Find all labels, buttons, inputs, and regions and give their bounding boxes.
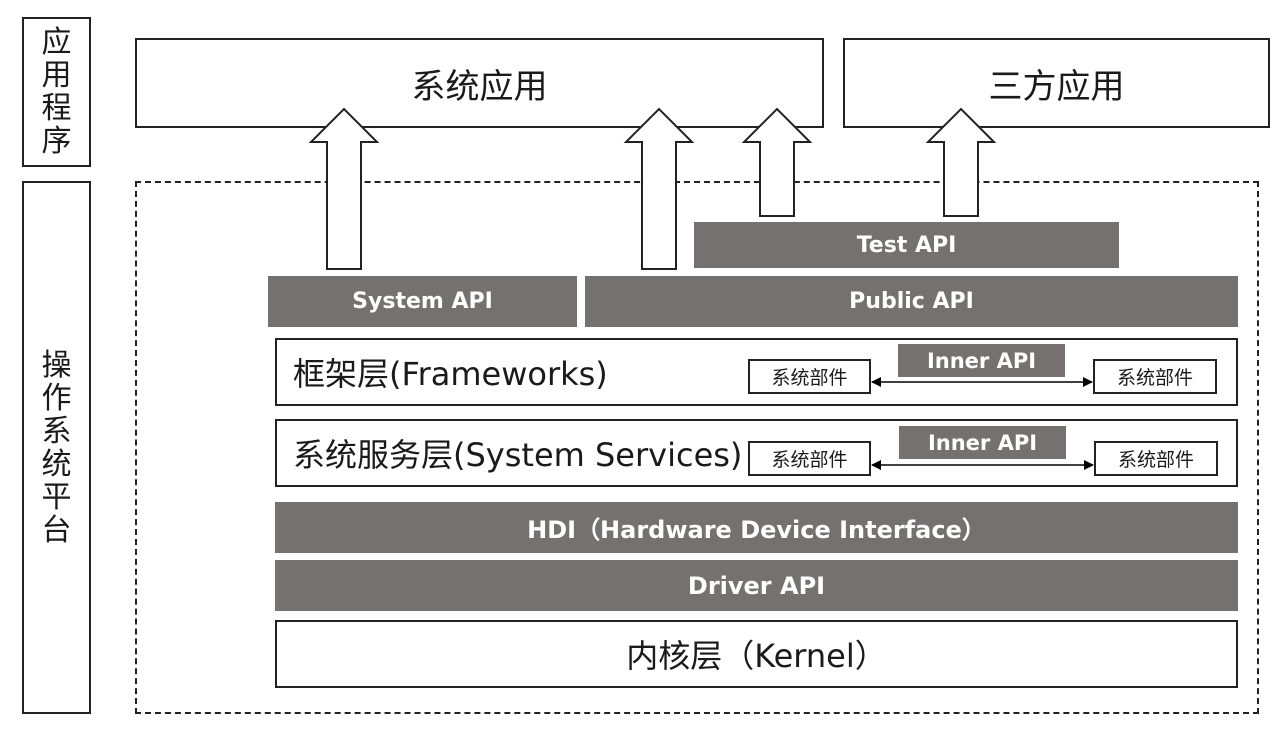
os-platform-side-label-char: 平 (41, 479, 72, 515)
frameworks-component-right-label: 系统部件 (1116, 367, 1193, 389)
test-api-bar: Test API (694, 222, 1119, 268)
application-side-label-text: 应用程序 (42, 26, 72, 158)
os-platform-side-label-char: 统 (41, 446, 72, 482)
frameworks-inner-api-bar: Inner API (898, 344, 1065, 377)
test-api-label: Test API (856, 232, 957, 258)
application-side-label: 应用程序 (22, 17, 91, 167)
hdi-bar: HDI（Hardware Device Interface） (275, 502, 1238, 553)
frameworks-layer: 框架层(Frameworks) (275, 338, 1238, 406)
public-api-bar: Public API (585, 276, 1238, 327)
frameworks-component-left-label: 系统部件 (771, 367, 848, 389)
system-api-bar: System API (268, 276, 577, 327)
system-api-label: System API (352, 289, 493, 314)
system-app-label: 系统应用 (411, 66, 548, 107)
services-inner-api-label: Inner API (927, 430, 1038, 455)
frameworks-inner-api-label: Inner API (926, 348, 1037, 373)
services-component-right: 系统部件 (1094, 441, 1218, 476)
services-inner-api-bar: Inner API (899, 426, 1066, 459)
system-app-box: 系统应用 (135, 38, 824, 128)
system-services-layer-title: 系统服务层(System Services) (293, 436, 743, 474)
application-side-label-char: 程 (41, 91, 72, 126)
services-component-left-label: 系统部件 (771, 449, 848, 471)
frameworks-component-left: 系统部件 (748, 359, 871, 394)
os-platform-side-label-char: 操 (41, 347, 72, 383)
kernel-layer: 内核层（Kernel） (275, 620, 1238, 688)
third-party-app-label: 三方应用 (988, 66, 1125, 107)
kernel-layer-label: 内核层（Kernel） (626, 637, 887, 675)
os-platform-side-label-char: 作 (41, 380, 72, 416)
application-side-label-char: 序 (41, 124, 72, 159)
hdi-label: HDI（Hardware Device Interface） (527, 516, 986, 544)
os-platform-side-label-text: 操作系统平台 (42, 349, 72, 547)
driver-api-bar: Driver API (275, 560, 1238, 611)
third-party-app-box: 三方应用 (843, 38, 1270, 128)
os-platform-container (135, 181, 1259, 714)
application-side-label-char: 应 (41, 25, 72, 60)
public-api-label: Public API (849, 289, 974, 314)
services-component-right-label: 系统部件 (1117, 449, 1194, 471)
frameworks-component-right: 系统部件 (1093, 359, 1217, 394)
services-component-left: 系统部件 (748, 441, 871, 476)
frameworks-layer-title: 框架层(Frameworks) (293, 355, 608, 393)
driver-api-label: Driver API (687, 571, 826, 600)
os-platform-side-label-char: 台 (41, 512, 72, 548)
application-side-label-char: 用 (41, 58, 72, 93)
os-platform-side-label-char: 系 (41, 413, 72, 449)
os-platform-side-label: 操作系统平台 (22, 181, 91, 714)
